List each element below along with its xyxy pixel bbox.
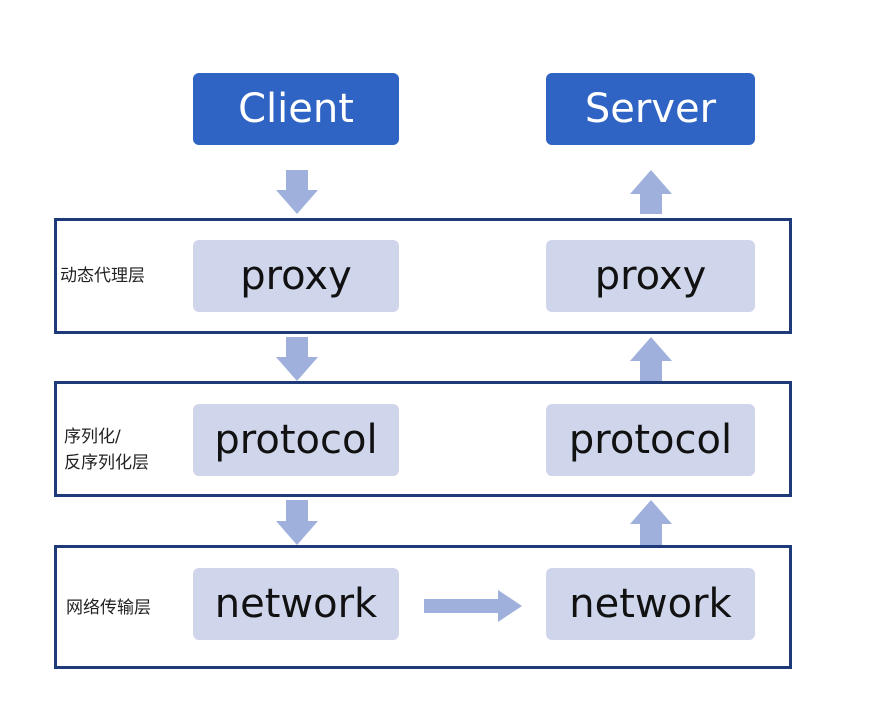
client-label: Client — [238, 86, 354, 132]
layer-label-line: 动态代理层 — [60, 266, 145, 286]
server-network: network — [546, 568, 755, 640]
server-proxy: proxy — [546, 240, 755, 312]
dynamic-proxy-layer-label: 动态代理层 — [60, 263, 145, 289]
server-proxy-label: proxy — [594, 253, 707, 299]
arrow-down-client-to-proxy — [276, 170, 318, 214]
server-protocol-label: protocol — [568, 417, 733, 463]
arrow-down-protocol-to-network — [276, 500, 318, 545]
client-network-label: network — [214, 581, 378, 627]
server-box: Server — [546, 73, 755, 145]
serialization-layer-label: 序列化/ 反序列化层 — [64, 424, 149, 476]
server-network-label: network — [569, 581, 732, 627]
arrow-up-network-to-protocol — [630, 500, 672, 545]
arrow-up-protocol-to-proxy — [630, 337, 672, 381]
client-proxy: proxy — [193, 240, 399, 312]
client-protocol: protocol — [193, 404, 399, 476]
arrow-up-proxy-to-server — [630, 170, 672, 214]
network-transport-layer-label: 网络传输层 — [66, 595, 151, 621]
client-proxy-label: proxy — [240, 253, 352, 299]
server-label: Server — [584, 86, 717, 132]
arrow-down-proxy-to-protocol — [276, 337, 318, 381]
client-protocol-label: protocol — [214, 417, 378, 463]
layer-label-line: 序列化/ — [64, 427, 121, 447]
client-network: network — [193, 568, 399, 640]
arrow-right-network-to-network — [424, 590, 522, 622]
layer-label-line: 反序列化层 — [64, 453, 149, 473]
server-protocol: protocol — [546, 404, 755, 476]
client-box: Client — [193, 73, 399, 145]
layer-label-line: 网络传输层 — [66, 598, 151, 618]
